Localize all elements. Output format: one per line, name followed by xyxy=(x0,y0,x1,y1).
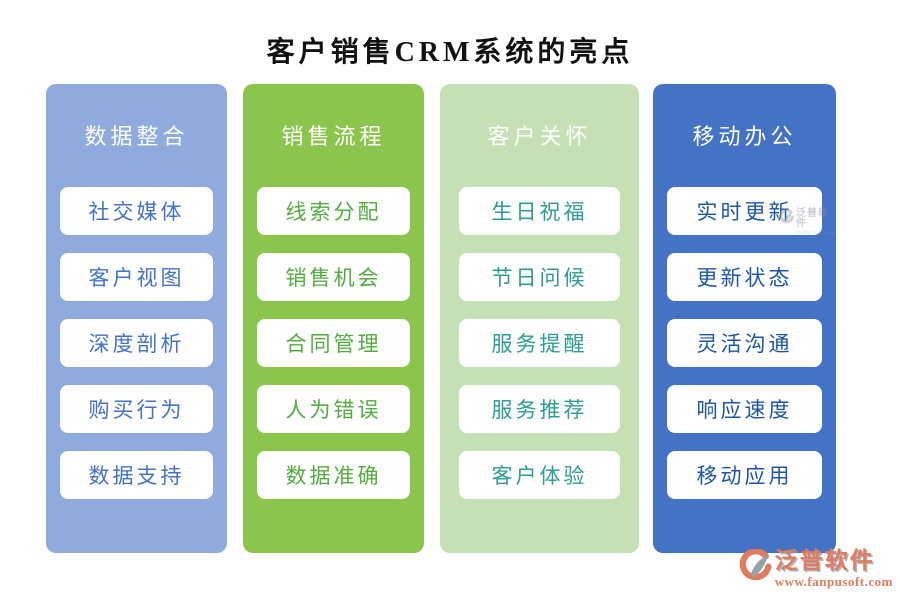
feature-button[interactable]: 数据支持 xyxy=(60,451,213,499)
feature-button[interactable]: 线索分配 xyxy=(257,187,410,235)
feature-button[interactable]: 人为错误 xyxy=(257,385,410,433)
feature-button[interactable]: 购买行为 xyxy=(60,385,213,433)
feature-button[interactable]: 生日祝福 xyxy=(459,187,620,235)
feature-button[interactable]: 社交媒体 xyxy=(60,187,213,235)
footer-url-link[interactable]: www.fanpusoft.com xyxy=(774,574,893,589)
page-title: 客户销售CRM系统的亮点 xyxy=(266,37,634,68)
column-items: 生日祝福 节日问候 服务提醒 服务推荐 客户体验 xyxy=(440,186,639,499)
feature-button[interactable]: 深度剖析 xyxy=(60,319,213,367)
column-sales-process: 销售流程 线索分配 销售机会 合同管理 人为错误 数据准确 xyxy=(243,84,424,553)
feature-button[interactable]: 服务提醒 xyxy=(459,319,620,367)
feature-button[interactable]: 节日问候 xyxy=(459,253,620,301)
column-header: 数据整合 xyxy=(84,124,189,149)
footer-logo: 泛普软件 www.fanpusoft.com xyxy=(739,548,893,589)
feature-button[interactable]: 数据准确 xyxy=(257,451,410,499)
column-data-integration: 数据整合 社交媒体 客户视图 深度剖析 购买行为 数据支持 xyxy=(46,84,227,553)
feature-button[interactable]: 服务推荐 xyxy=(459,385,620,433)
column-header: 销售流程 xyxy=(281,124,386,149)
feature-button[interactable]: 实时更新 xyxy=(667,187,822,235)
feature-button[interactable]: 客户体验 xyxy=(459,451,620,499)
feature-button[interactable]: 灵活沟通 xyxy=(667,319,822,367)
column-mobile-office: 移动办公 实时更新 更新状态 灵活沟通 响应速度 移动应用 xyxy=(653,84,836,553)
feature-button[interactable]: 更新状态 xyxy=(667,253,822,301)
column-items: 线索分配 销售机会 合同管理 人为错误 数据准确 xyxy=(243,186,424,499)
column-items: 实时更新 更新状态 灵活沟通 响应速度 移动应用 xyxy=(653,186,836,499)
feature-button[interactable]: 销售机会 xyxy=(257,253,410,301)
feature-button[interactable]: 合同管理 xyxy=(257,319,410,367)
fanpu-logo-icon xyxy=(739,548,772,587)
column-header: 移动办公 xyxy=(692,124,797,149)
feature-button[interactable]: 移动应用 xyxy=(667,451,822,499)
column-customer-care: 客户关怀 生日祝福 节日问候 服务提醒 服务推荐 客户体验 xyxy=(440,84,639,553)
feature-button[interactable]: 响应速度 xyxy=(667,385,822,433)
column-header: 客户关怀 xyxy=(487,124,592,149)
column-items: 社交媒体 客户视图 深度剖析 购买行为 数据支持 xyxy=(46,186,227,499)
footer-brand: 泛普软件 xyxy=(774,548,875,573)
feature-button[interactable]: 客户视图 xyxy=(60,253,213,301)
